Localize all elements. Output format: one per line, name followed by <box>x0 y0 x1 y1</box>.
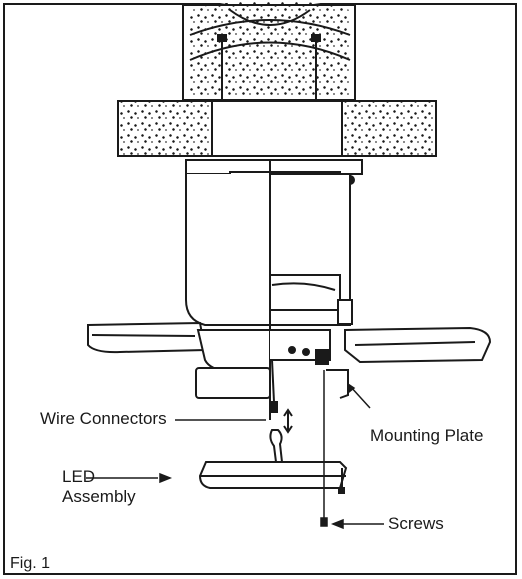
fan-blades <box>87 321 492 364</box>
screws-label: Screws <box>388 514 444 533</box>
motor-housing <box>185 160 353 420</box>
wire-connectors-label: Wire Connectors <box>40 409 167 428</box>
led-assembly-label-line1: LED <box>62 467 96 486</box>
ceiling-joist <box>182 0 356 108</box>
mounting-plate-label: Mounting Plate <box>370 426 484 445</box>
callout-leaders <box>86 382 384 530</box>
screw <box>320 370 328 527</box>
wire-connectors <box>270 359 293 434</box>
led-assembly-label-line2: Assembly <box>62 487 136 506</box>
ceiling-beam <box>117 100 437 157</box>
mounting-plate <box>326 369 349 399</box>
figure-caption: Fig. 1 <box>10 555 51 572</box>
led-assembly <box>198 429 348 494</box>
switch-housing <box>195 329 331 399</box>
